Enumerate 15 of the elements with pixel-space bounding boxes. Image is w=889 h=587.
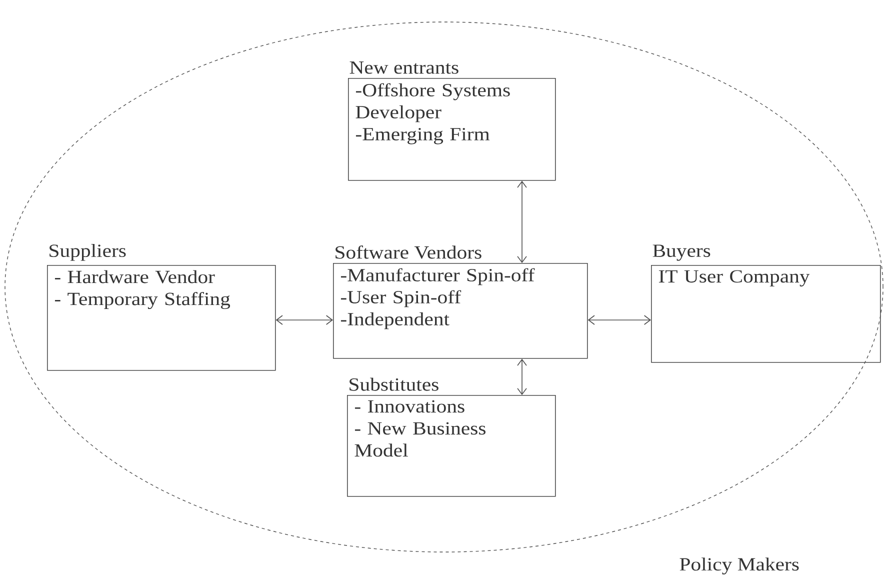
double-arrow <box>517 180 527 263</box>
double-arrow <box>588 315 651 325</box>
text-box: -Manufacturer Spin-off -User Spin-off -Independent <box>333 263 588 359</box>
box-heading: Substitutes <box>350 378 438 391</box>
box-heading: Suppliers <box>50 244 126 261</box>
text-box: -Offshore Systems Developer -Emerging Firm <box>348 78 556 181</box>
ellipse-label: Policy Makers <box>680 558 799 574</box>
text-box: - Hardware Vendor - Temporary Staffing <box>47 265 276 371</box>
box-heading: New entrants <box>350 62 458 74</box>
text-box: IT User Company <box>651 265 881 363</box>
box-heading: Buyers <box>652 244 710 261</box>
text-box: - Innovations - New Business Model <box>347 395 556 497</box>
double-arrow <box>517 358 527 395</box>
double-arrow <box>276 315 333 325</box>
box-heading: Software Vendors <box>336 246 482 259</box>
